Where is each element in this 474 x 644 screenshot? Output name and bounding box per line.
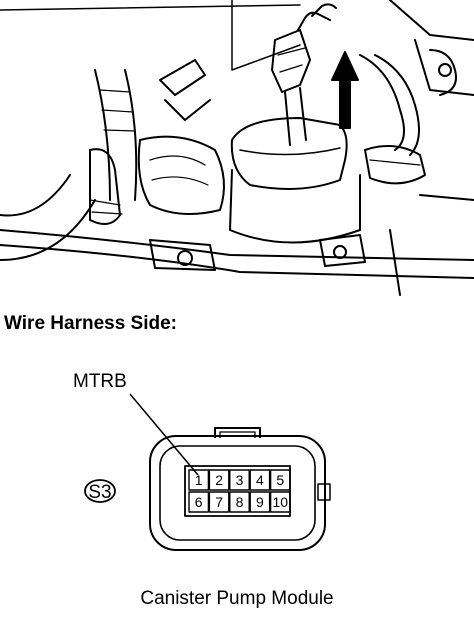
pin-number: 9: [256, 494, 264, 510]
pin-cell: [229, 469, 250, 491]
pin-number: 8: [236, 494, 244, 510]
pin-number: 10: [273, 494, 289, 510]
connector-code-badge: [84, 479, 116, 503]
callout-leader-line: [129, 393, 199, 476]
connector-housing: [149, 435, 326, 551]
pin-cell: [188, 491, 210, 513]
pin-cell: [249, 469, 271, 491]
pin-number: 3: [236, 472, 244, 488]
pin-cell: [269, 491, 291, 513]
pin-number: 7: [215, 494, 223, 510]
pin-cell: [208, 491, 230, 513]
up-arrow-icon: [331, 51, 359, 129]
engine-compartment-illustration: [0, 0, 474, 296]
pin-cavity-frame: [184, 465, 291, 517]
connector-code-text: S3: [88, 482, 111, 503]
pin-number: 5: [276, 472, 284, 488]
pin-number: 2: [215, 472, 223, 488]
pin-cell: [208, 469, 230, 491]
pin-cell: [188, 469, 210, 491]
pin-cell: [249, 491, 271, 513]
pin-cell: [229, 491, 250, 513]
pin-cell: [269, 469, 291, 491]
pin-number: 1: [195, 472, 203, 488]
wire-harness-side-heading: Wire Harness Side:: [4, 313, 178, 334]
mtrb-pin-label: MTRB: [73, 371, 127, 392]
pin-number: 4: [256, 472, 264, 488]
pin-number: 6: [195, 494, 203, 510]
component-caption: Canister Pump Module: [140, 588, 334, 609]
